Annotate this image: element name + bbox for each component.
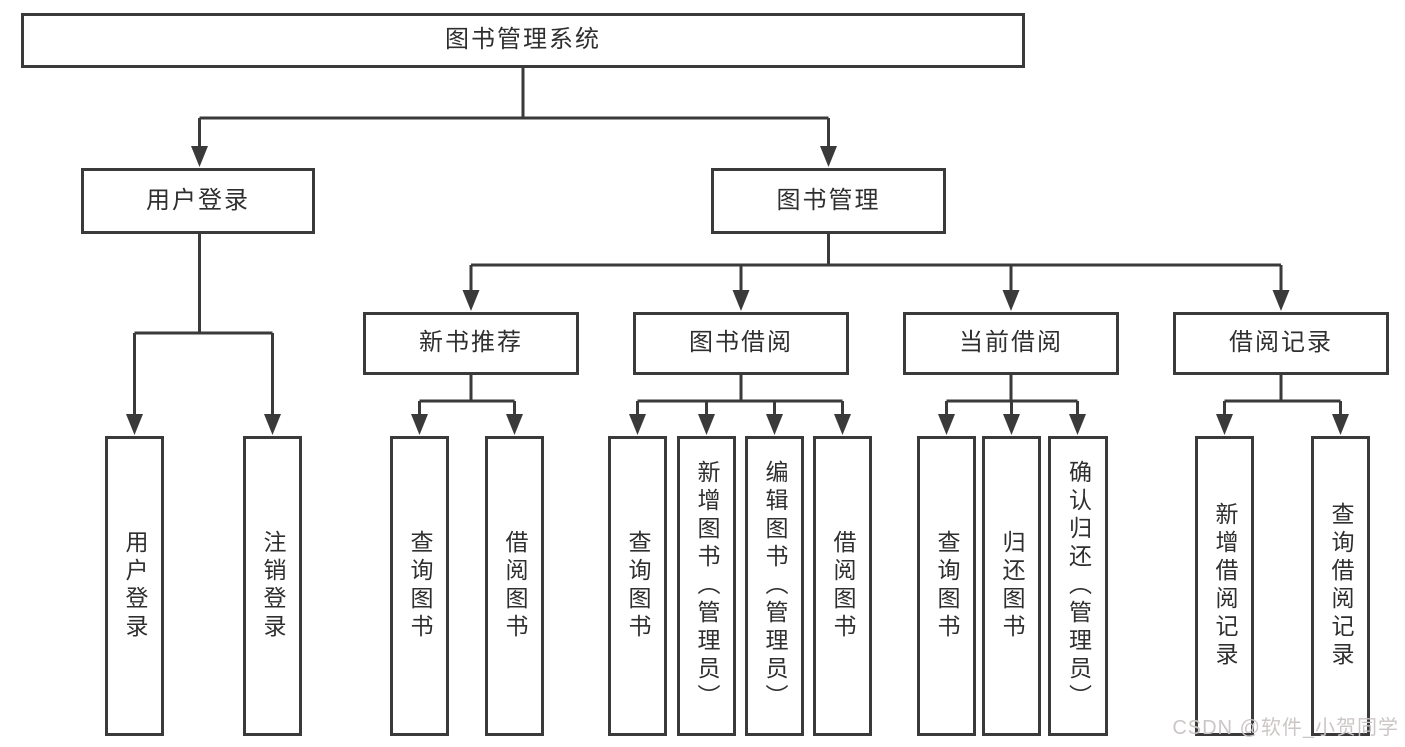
node-root-library-system: 图书管理系统 [21,13,1025,68]
node-query-books-3: 查询图书 [917,436,976,736]
node-return-books: 归还图书 [982,436,1041,736]
node-borrow-books-2: 借阅图书 [813,436,872,736]
connector-root-to-level2 [198,68,830,149]
connector-records-to-children [1223,375,1342,416]
node-user-login-leaf: 用户登录 [105,436,164,736]
connector-current-to-children [945,375,1079,416]
node-logout: 注销登录 [243,436,302,736]
node-query-books-1: 查询图书 [390,436,449,736]
node-book-borrowing: 图书借阅 [633,312,849,375]
connector-userlogin-to-children [133,234,274,416]
node-query-books-2: 查询图书 [608,436,667,736]
node-current-borrowing: 当前借阅 [903,312,1119,375]
arrowhead-icons [126,146,1349,435]
csdn-watermark: CSDN @软件_小贺同学 [1172,717,1399,739]
node-new-book-recommend: 新书推荐 [363,312,579,375]
connector-bookmgmt-to-level3 [469,234,1283,292]
node-edit-books-admin: 编辑图书（管理员） [745,436,804,736]
node-confirm-return-admin: 确认归还（管理员） [1048,436,1108,736]
node-book-management: 图书管理 [711,168,946,234]
node-borrowing-records: 借阅记录 [1173,312,1389,375]
connector-paths [133,68,1342,416]
connector-newbooks-to-children [418,375,516,416]
node-add-books-admin: 新增图书（管理员） [677,436,736,736]
node-query-borrow-record: 查询借阅记录 [1311,436,1370,736]
node-user-login: 用户登录 [81,168,315,234]
connector-borrow-to-children [636,375,844,416]
node-add-borrow-record: 新增借阅记录 [1195,436,1254,736]
node-borrow-books-1: 借阅图书 [485,436,544,736]
